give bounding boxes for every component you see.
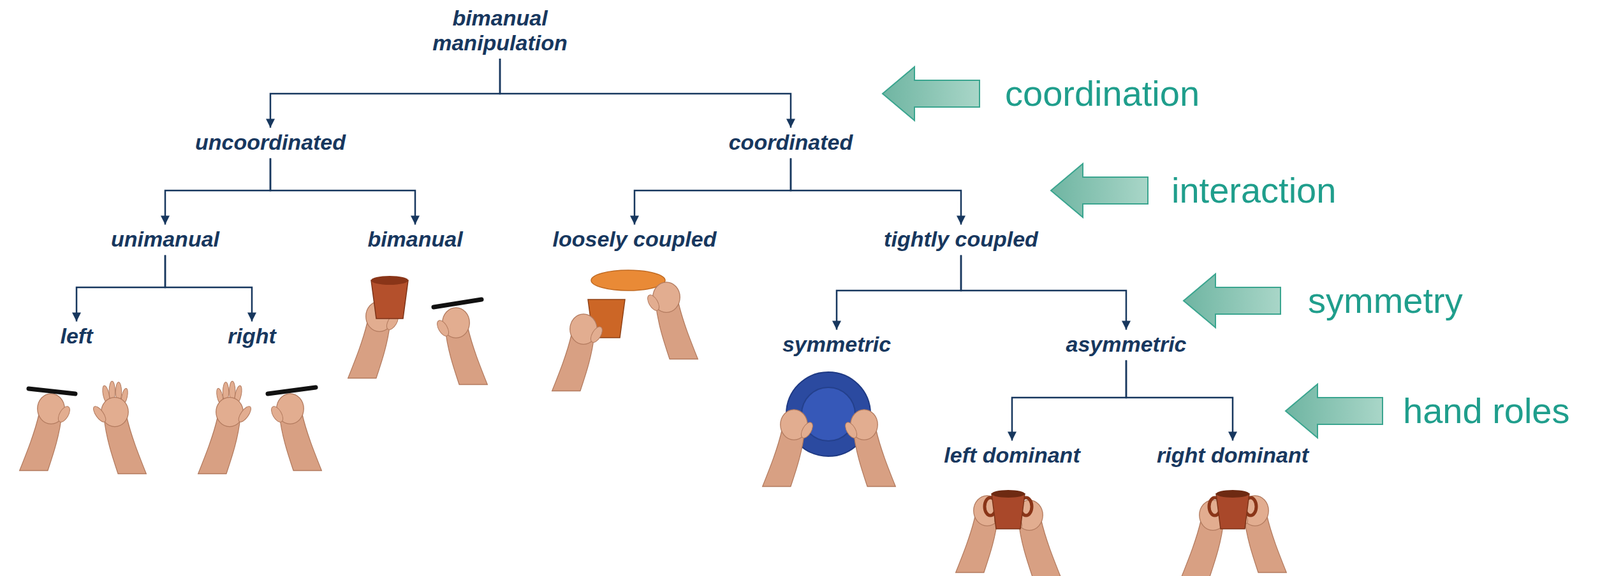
pen (28, 388, 76, 395)
hands-photo (348, 276, 488, 386)
taxonomy-node: coordinated (726, 128, 856, 157)
right-arm (434, 308, 488, 386)
right-arm (91, 381, 147, 474)
cup (1216, 494, 1250, 530)
tree-connector (165, 255, 252, 323)
taxonomy-node: tightly coupled (881, 225, 1041, 254)
hands-photo (19, 381, 147, 474)
left-arm (19, 394, 73, 472)
taxonomy-node: loosely coupled (550, 225, 720, 254)
cup-rim (991, 490, 1025, 499)
tree-connector (499, 58, 791, 128)
node-label: asymmetric (1065, 332, 1187, 358)
tree-connector (1012, 360, 1127, 442)
level-arrow (1285, 384, 1383, 439)
left-arm (198, 381, 254, 474)
tree-connector (634, 158, 791, 226)
taxonomy-node: unimanual (108, 225, 222, 254)
level-label: interaction (1171, 170, 1336, 211)
node-label: right dominant (1156, 443, 1309, 469)
taxonomy-node: bimanual (364, 225, 465, 254)
hands-photo (762, 372, 896, 488)
hands-photo (552, 270, 699, 392)
right-arm (843, 410, 896, 488)
tree-connector (270, 158, 416, 226)
node-label: uncoordinated (195, 130, 346, 155)
taxonomy-node: asymmetric (1063, 330, 1189, 359)
right-arm (645, 282, 698, 360)
node-label: right (227, 323, 277, 349)
taxonomy-node: uncoordinated (192, 128, 349, 157)
level-label: hand roles (1402, 391, 1571, 432)
level-label: coordination (1005, 73, 1200, 114)
level-arrow (1050, 163, 1148, 218)
hands-photo (1181, 490, 1287, 576)
tree-connector (790, 158, 962, 226)
node-label: left dominant (943, 443, 1080, 469)
cup-rim (1216, 490, 1250, 499)
pen (433, 299, 482, 308)
taxonomy-node: bimanual manipulation (404, 4, 596, 57)
level-label: symmetry (1307, 281, 1463, 321)
node-label: symmetric (782, 332, 891, 358)
pen (267, 387, 316, 395)
left-arm (762, 410, 815, 488)
cup (371, 280, 409, 319)
taxonomy-node: left dominant (941, 441, 1083, 470)
taxonomy-node: right dominant (1154, 441, 1312, 470)
cup (991, 494, 1025, 530)
taxonomy-node: right (225, 322, 279, 351)
hands-photo (955, 490, 1062, 576)
left-arm (552, 314, 605, 392)
lid (591, 270, 666, 291)
taxonomy-node: left (58, 322, 96, 351)
right-arm (269, 394, 322, 472)
node-label: coordinated (728, 130, 854, 155)
tree-connector (165, 158, 271, 226)
cup-rim (371, 276, 409, 286)
tree-connector (961, 255, 1127, 331)
level-arrow (882, 66, 980, 121)
node-label: bimanual manipulation (406, 5, 594, 56)
tree-connector (1126, 360, 1233, 442)
level-arrow (1183, 274, 1281, 328)
node-label: loosely coupled (552, 227, 717, 252)
node-label: left (60, 323, 94, 349)
node-label: unimanual (110, 227, 220, 252)
node-label: bimanual (367, 227, 463, 252)
taxonomy-node: symmetric (779, 330, 894, 359)
tree-connector (76, 255, 166, 323)
tree-connector (270, 58, 500, 128)
hands-photo (198, 381, 323, 474)
tree-connector (836, 255, 962, 331)
node-label: tightly coupled (883, 227, 1039, 252)
